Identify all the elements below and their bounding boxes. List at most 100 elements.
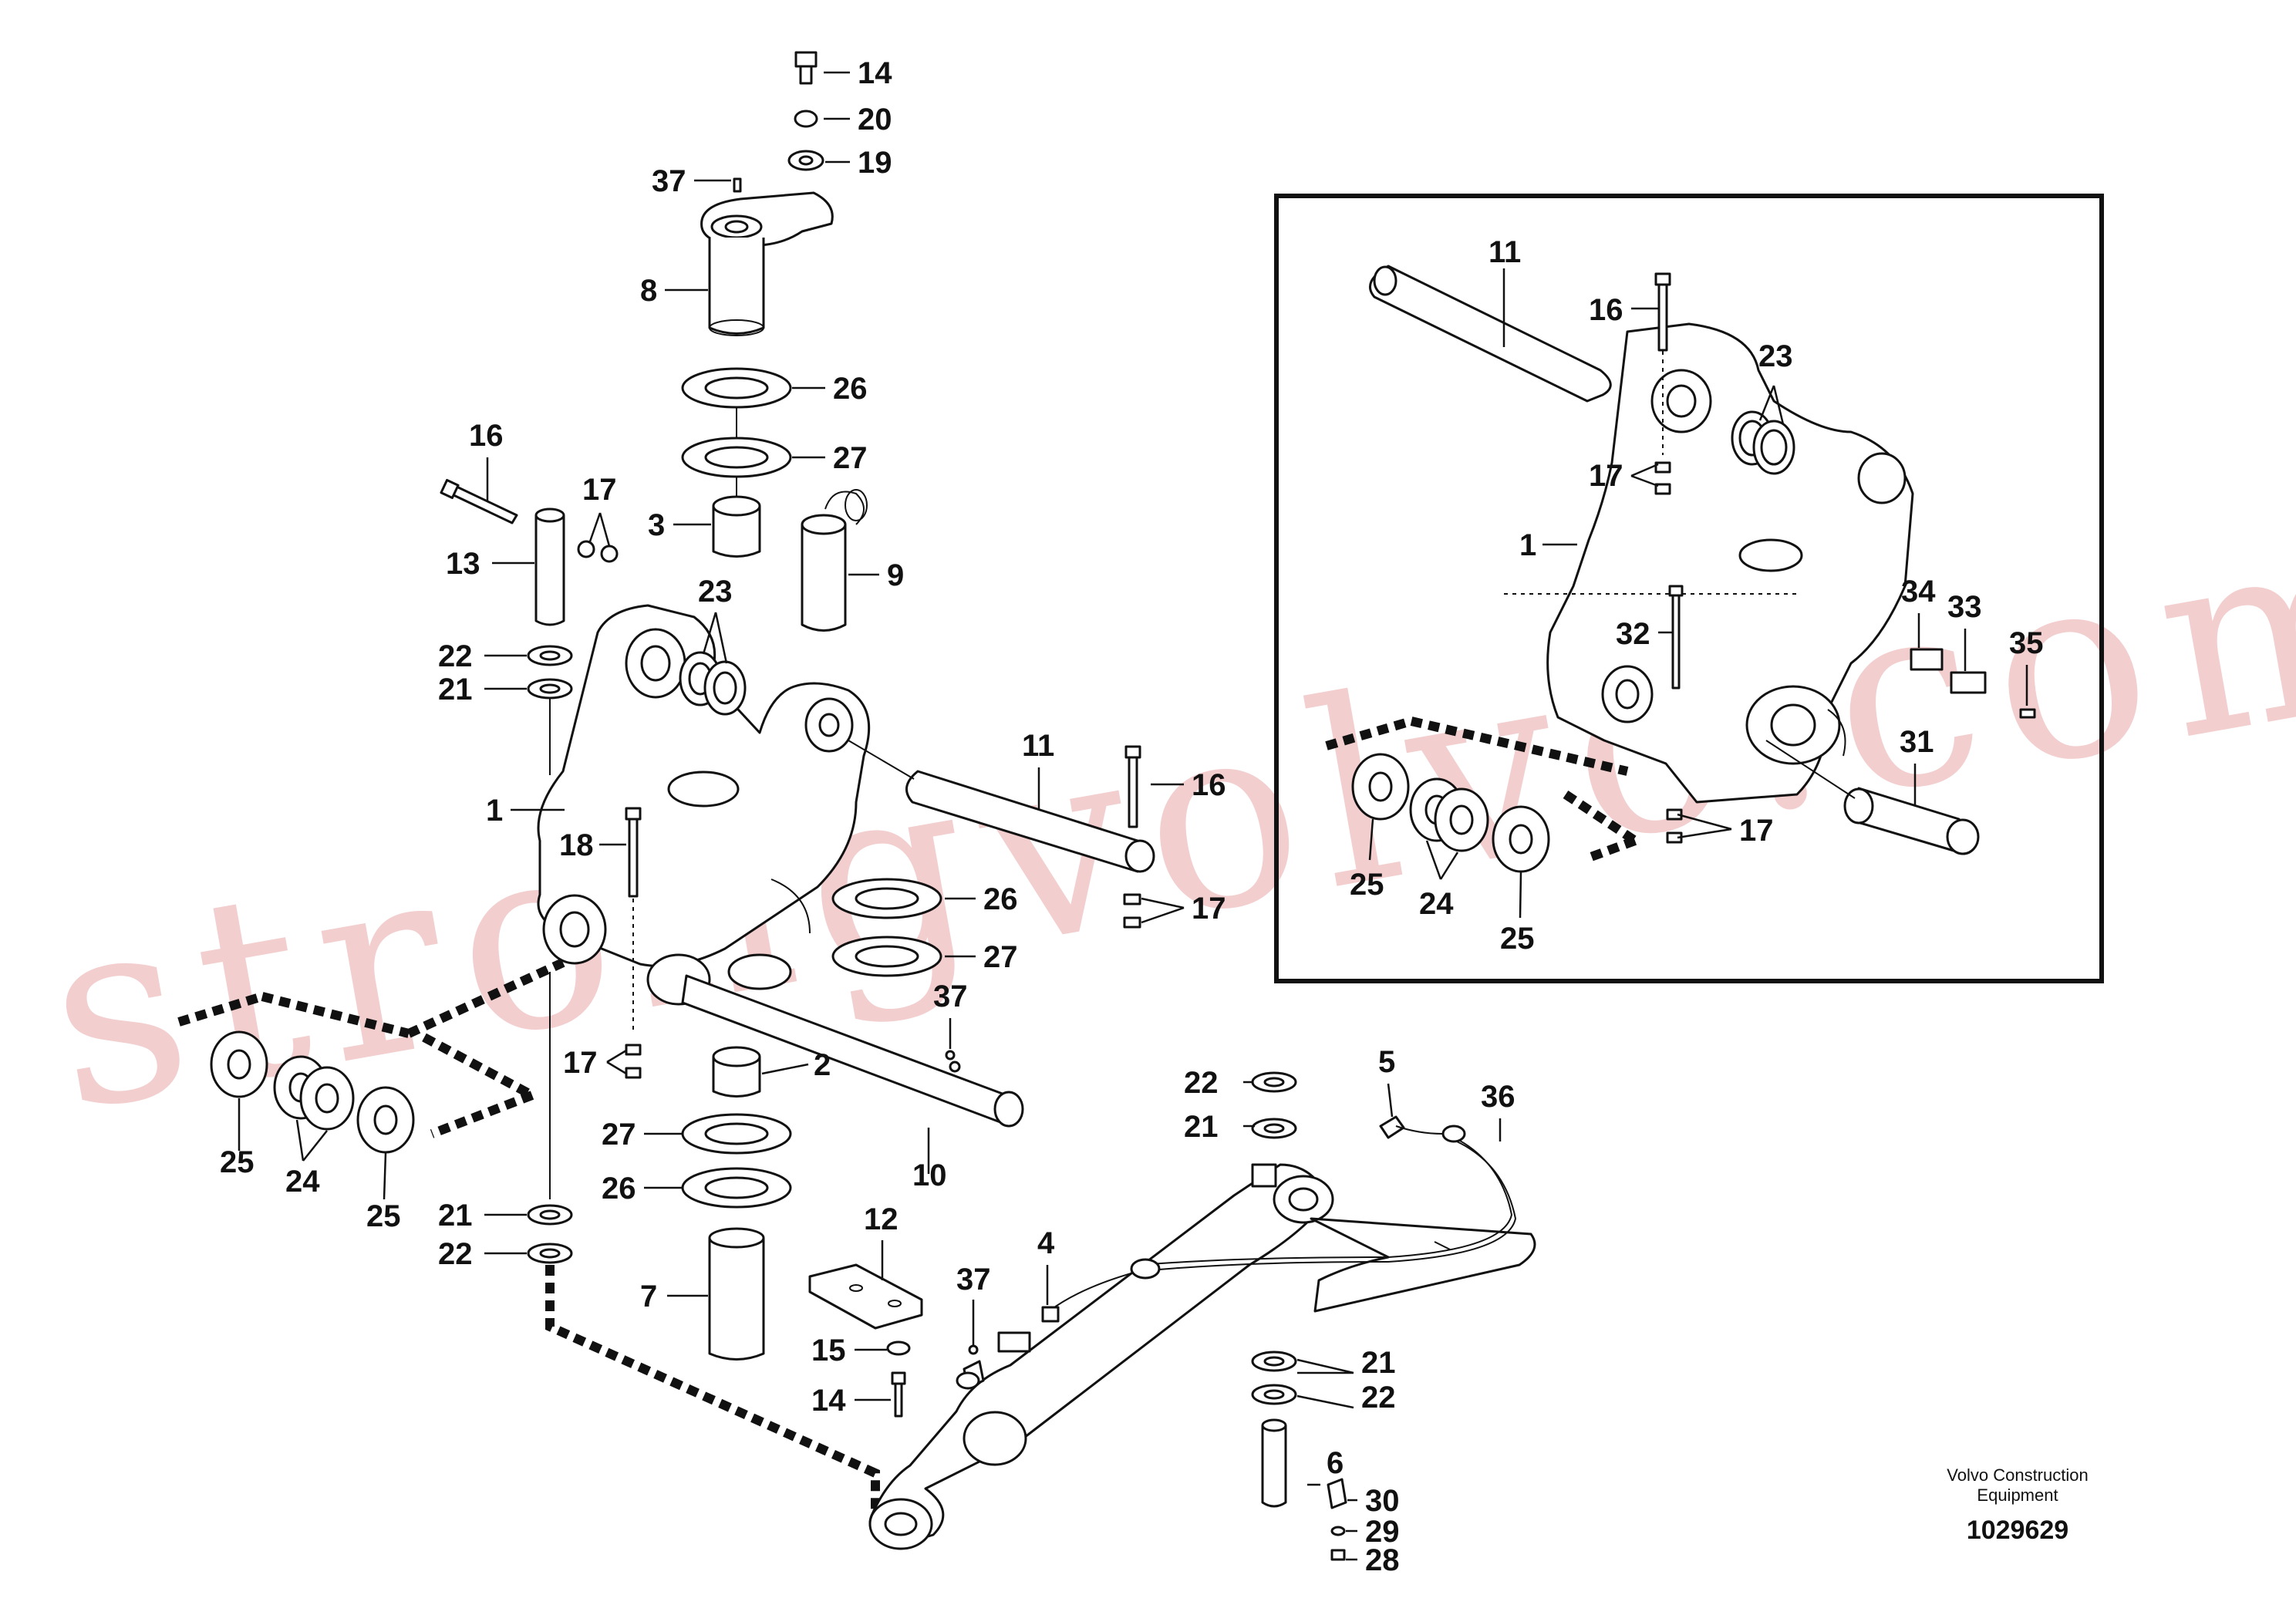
callout-21-bottom: 21 [1361,1346,1396,1380]
callout-2: 2 [814,1048,831,1082]
callout-30: 30 [1365,1484,1400,1518]
pin-9 [801,489,868,632]
detail-inset: 11 16 23 17 1 34 33 35 32 31 17 25 24 25 [1274,194,2104,983]
inset-callout-31: 31 [1900,725,1934,759]
callout-15: 15 [811,1334,846,1367]
hydraulic-cylinder [868,1163,1536,1550]
callout-25-right: 25 [366,1199,401,1233]
inset-pin-31 [1765,740,1980,855]
callout-36: 36 [1481,1080,1515,1114]
inset-callout-25-left: 25 [1350,868,1384,902]
callout-4: 4 [1037,1226,1055,1260]
callout-16-right: 16 [1192,768,1226,802]
callout-23: 23 [698,575,733,609]
callout-29: 29 [1365,1515,1400,1549]
inset-callout-17-top: 17 [1589,459,1623,493]
callout-11: 11 [1022,729,1054,763]
callout-17-right: 17 [1192,892,1226,926]
callout-21-upper: 21 [438,673,473,706]
main-callouts: 14 20 19 37 8 26 27 3 9 16 17 13 23 22 2… [220,56,1515,1577]
callout-7: 7 [640,1280,657,1313]
main-bracket-1 [537,604,871,1006]
callout-22-upper: 22 [438,639,473,673]
publisher-line-1: Volvo Construction [1947,1465,2088,1485]
inset-washers-23 [1731,410,1795,475]
callout-16-left: 16 [469,419,504,453]
callout-22-bottom: 22 [1361,1381,1396,1415]
callout-10: 10 [912,1158,947,1192]
callout-24: 24 [285,1165,320,1199]
inset-callout-23: 23 [1758,339,1793,373]
callout-18: 18 [559,828,594,862]
footer-block: Volvo Construction Equipment 1029629 [1947,1465,2088,1545]
pin-10 [681,974,1024,1128]
upper-washers [681,367,792,501]
inset-callout-32: 32 [1616,617,1650,651]
callout-6: 6 [1327,1446,1344,1480]
callout-9: 9 [887,558,904,592]
washers-23-main [679,651,747,716]
callout-27-lower: 27 [602,1118,636,1152]
inset-pin-11 [1369,265,1612,403]
bushing-2 [712,1046,761,1098]
callout-37-mid: 37 [933,980,968,1013]
callout-13: 13 [446,547,480,581]
callout-22-lower: 22 [438,1237,473,1271]
pin-11-main [848,740,1155,873]
callout-1: 1 [486,794,503,828]
inset-callout-1: 1 [1519,528,1536,562]
publisher-line-2: Equipment [1977,1485,2058,1505]
callout-3: 3 [648,508,665,542]
callout-8: 8 [640,274,657,308]
callout-22-right: 22 [1184,1066,1219,1100]
pin-6-assembly [1251,1071,1347,1561]
washers-22-21-upper [527,645,573,775]
callout-26-mid: 26 [983,882,1018,916]
callout-37-lower: 37 [956,1263,991,1297]
hydraulic-hose [968,1115,1517,1355]
top-stack [700,51,834,336]
bolt-18 [625,807,642,1079]
inset-washer-stack [1325,717,1638,873]
drawing-number: 1029629 [1967,1516,2068,1545]
inset-callout-35: 35 [2009,626,2044,660]
inset-callout-25-right: 25 [1500,922,1535,956]
callout-28: 28 [1365,1543,1400,1577]
inset-bolt-16 [1654,272,1671,495]
lower-washers-and-bushing-7 [681,1113,792,1361]
mid-washers [831,878,942,977]
main-leaders [238,71,1502,1561]
inset-callout-17-bottom: 17 [1739,814,1774,848]
callout-12: 12 [864,1202,899,1236]
inset-callout-16: 16 [1589,293,1623,327]
callout-14-top: 14 [858,56,892,90]
inset-callout-11: 11 [1489,235,1521,269]
callout-17-upper: 17 [582,473,617,507]
callout-37-top: 37 [652,164,686,198]
washers-21-22-lower [527,972,880,1512]
callout-27-mid: 27 [983,940,1018,974]
watermark-text: strongvolvo.com [29,460,2296,1168]
inset-callout-33: 33 [1947,590,1982,624]
callout-21-lower: 21 [438,1199,473,1233]
callout-20: 20 [858,103,892,137]
washer-stack-main [177,958,565,1154]
callout-26-lower: 26 [602,1172,636,1206]
bolt-16-right [1123,745,1141,929]
inset-callouts: 11 16 23 17 1 34 33 35 32 31 17 25 24 25 [1350,235,2044,956]
inset-bracket [1504,322,1914,804]
inset-callout-34: 34 [1901,575,1936,609]
callout-21-right: 21 [1184,1110,1219,1144]
pin-13-assembly [440,478,619,626]
callout-5: 5 [1378,1045,1395,1079]
bushing-3 [712,495,761,558]
inset-leaders [1368,268,2028,919]
plate-12-assembly [808,1263,923,1418]
callout-26-top: 26 [833,372,868,406]
callout-14-lower: 14 [811,1384,846,1418]
inset-callout-24: 24 [1419,887,1454,921]
callout-25-left: 25 [220,1145,255,1179]
callout-27-top: 27 [833,441,868,475]
callout-17-lower: 17 [563,1046,598,1080]
